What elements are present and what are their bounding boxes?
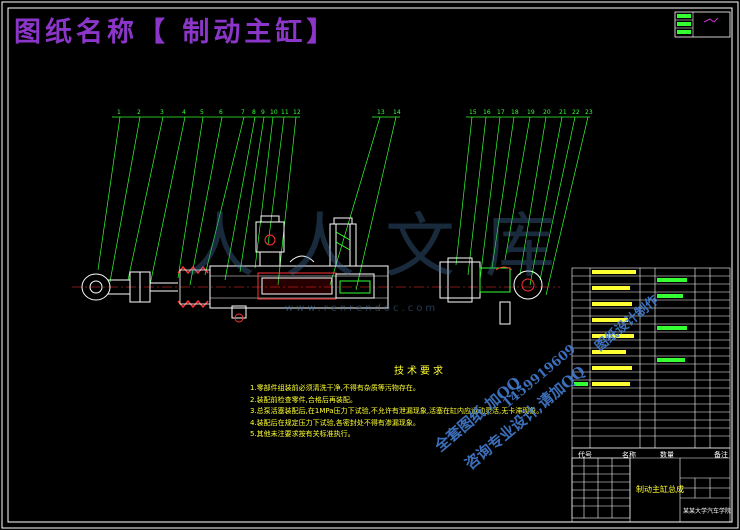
top-right-label-box — [674, 11, 731, 38]
balloon-number: 13 — [377, 109, 385, 116]
reservoir-fitting — [255, 215, 315, 266]
balloon-number: 1 — [117, 109, 121, 116]
parts-list-table — [571, 267, 731, 449]
balloon-number: 9 — [261, 109, 265, 116]
balloon-number: 20 — [543, 109, 551, 116]
balloon-number: 4 — [182, 109, 186, 116]
outlet-fitting — [329, 217, 357, 267]
requirement-line: 1.零部件组装前必须清洗干净,不得有杂质等污物存在。 — [250, 384, 420, 393]
watermark-url: www.renrendoc.com — [285, 303, 439, 314]
revision-table — [571, 457, 631, 519]
balloon-number: 10 — [270, 109, 278, 116]
balloon-number: 7 — [241, 109, 245, 116]
balloon-number: 8 — [252, 109, 256, 116]
technical-requirements-heading: 技术要求 — [394, 366, 446, 377]
balloon-number: 3 — [160, 109, 164, 116]
drawing-title: 图纸名称【 制动主缸】 — [14, 17, 338, 48]
requirement-line: 5.其他未注要求按有关标准执行。 — [250, 430, 355, 439]
part-name: 制动主缸总成 — [636, 485, 684, 494]
balloon-number: 19 — [527, 109, 535, 116]
balloon-number: 21 — [559, 109, 567, 116]
dust-boot — [177, 265, 211, 309]
clevis-eye — [81, 273, 130, 301]
balloon-number: 23 — [585, 109, 593, 116]
balloon-number: 15 — [469, 109, 477, 116]
requirement-line: 2.装配前检查零件,合格后再装配。 — [250, 395, 357, 404]
requirement-line: 3.总泵活塞装配后,在1MPa压力下试验,不允许有泄漏现象,活塞在缸内应运动灵活… — [250, 407, 544, 416]
name-header: 名称 — [622, 451, 636, 459]
requirement-line: 4.装配后在规定压力下试验,各密封处不得有渗漏现象。 — [250, 418, 420, 427]
balloon-number: 5 — [200, 109, 204, 116]
balloon-number: 6 — [219, 109, 223, 116]
balloon-number: 12 — [293, 109, 301, 116]
watermark-logo: 人人文库 — [185, 205, 585, 287]
balloon-number: 11 — [281, 109, 289, 116]
code-header: 代号 — [578, 451, 592, 459]
qty-header: 数量 — [660, 451, 674, 459]
title-block — [571, 447, 731, 523]
remark-header: 备注 — [714, 451, 728, 459]
balloon-number: 18 — [511, 109, 519, 116]
banjo-fitting — [439, 257, 543, 325]
balloon-number: 17 — [497, 109, 505, 116]
balloon-number: 22 — [572, 109, 580, 116]
school-name: 某某大学汽车学院 — [683, 508, 732, 515]
push-rod — [129, 271, 178, 303]
balloon-number: 14 — [393, 109, 401, 116]
balloon-number: 16 — [483, 109, 491, 116]
cylinder-body — [209, 265, 389, 323]
balloon-number: 2 — [137, 109, 141, 116]
technical-requirements: 技术要求 1.零部件组装前必须清洗干净,不得有杂质等污物存在。 2.装配前检查零… — [250, 366, 590, 440]
